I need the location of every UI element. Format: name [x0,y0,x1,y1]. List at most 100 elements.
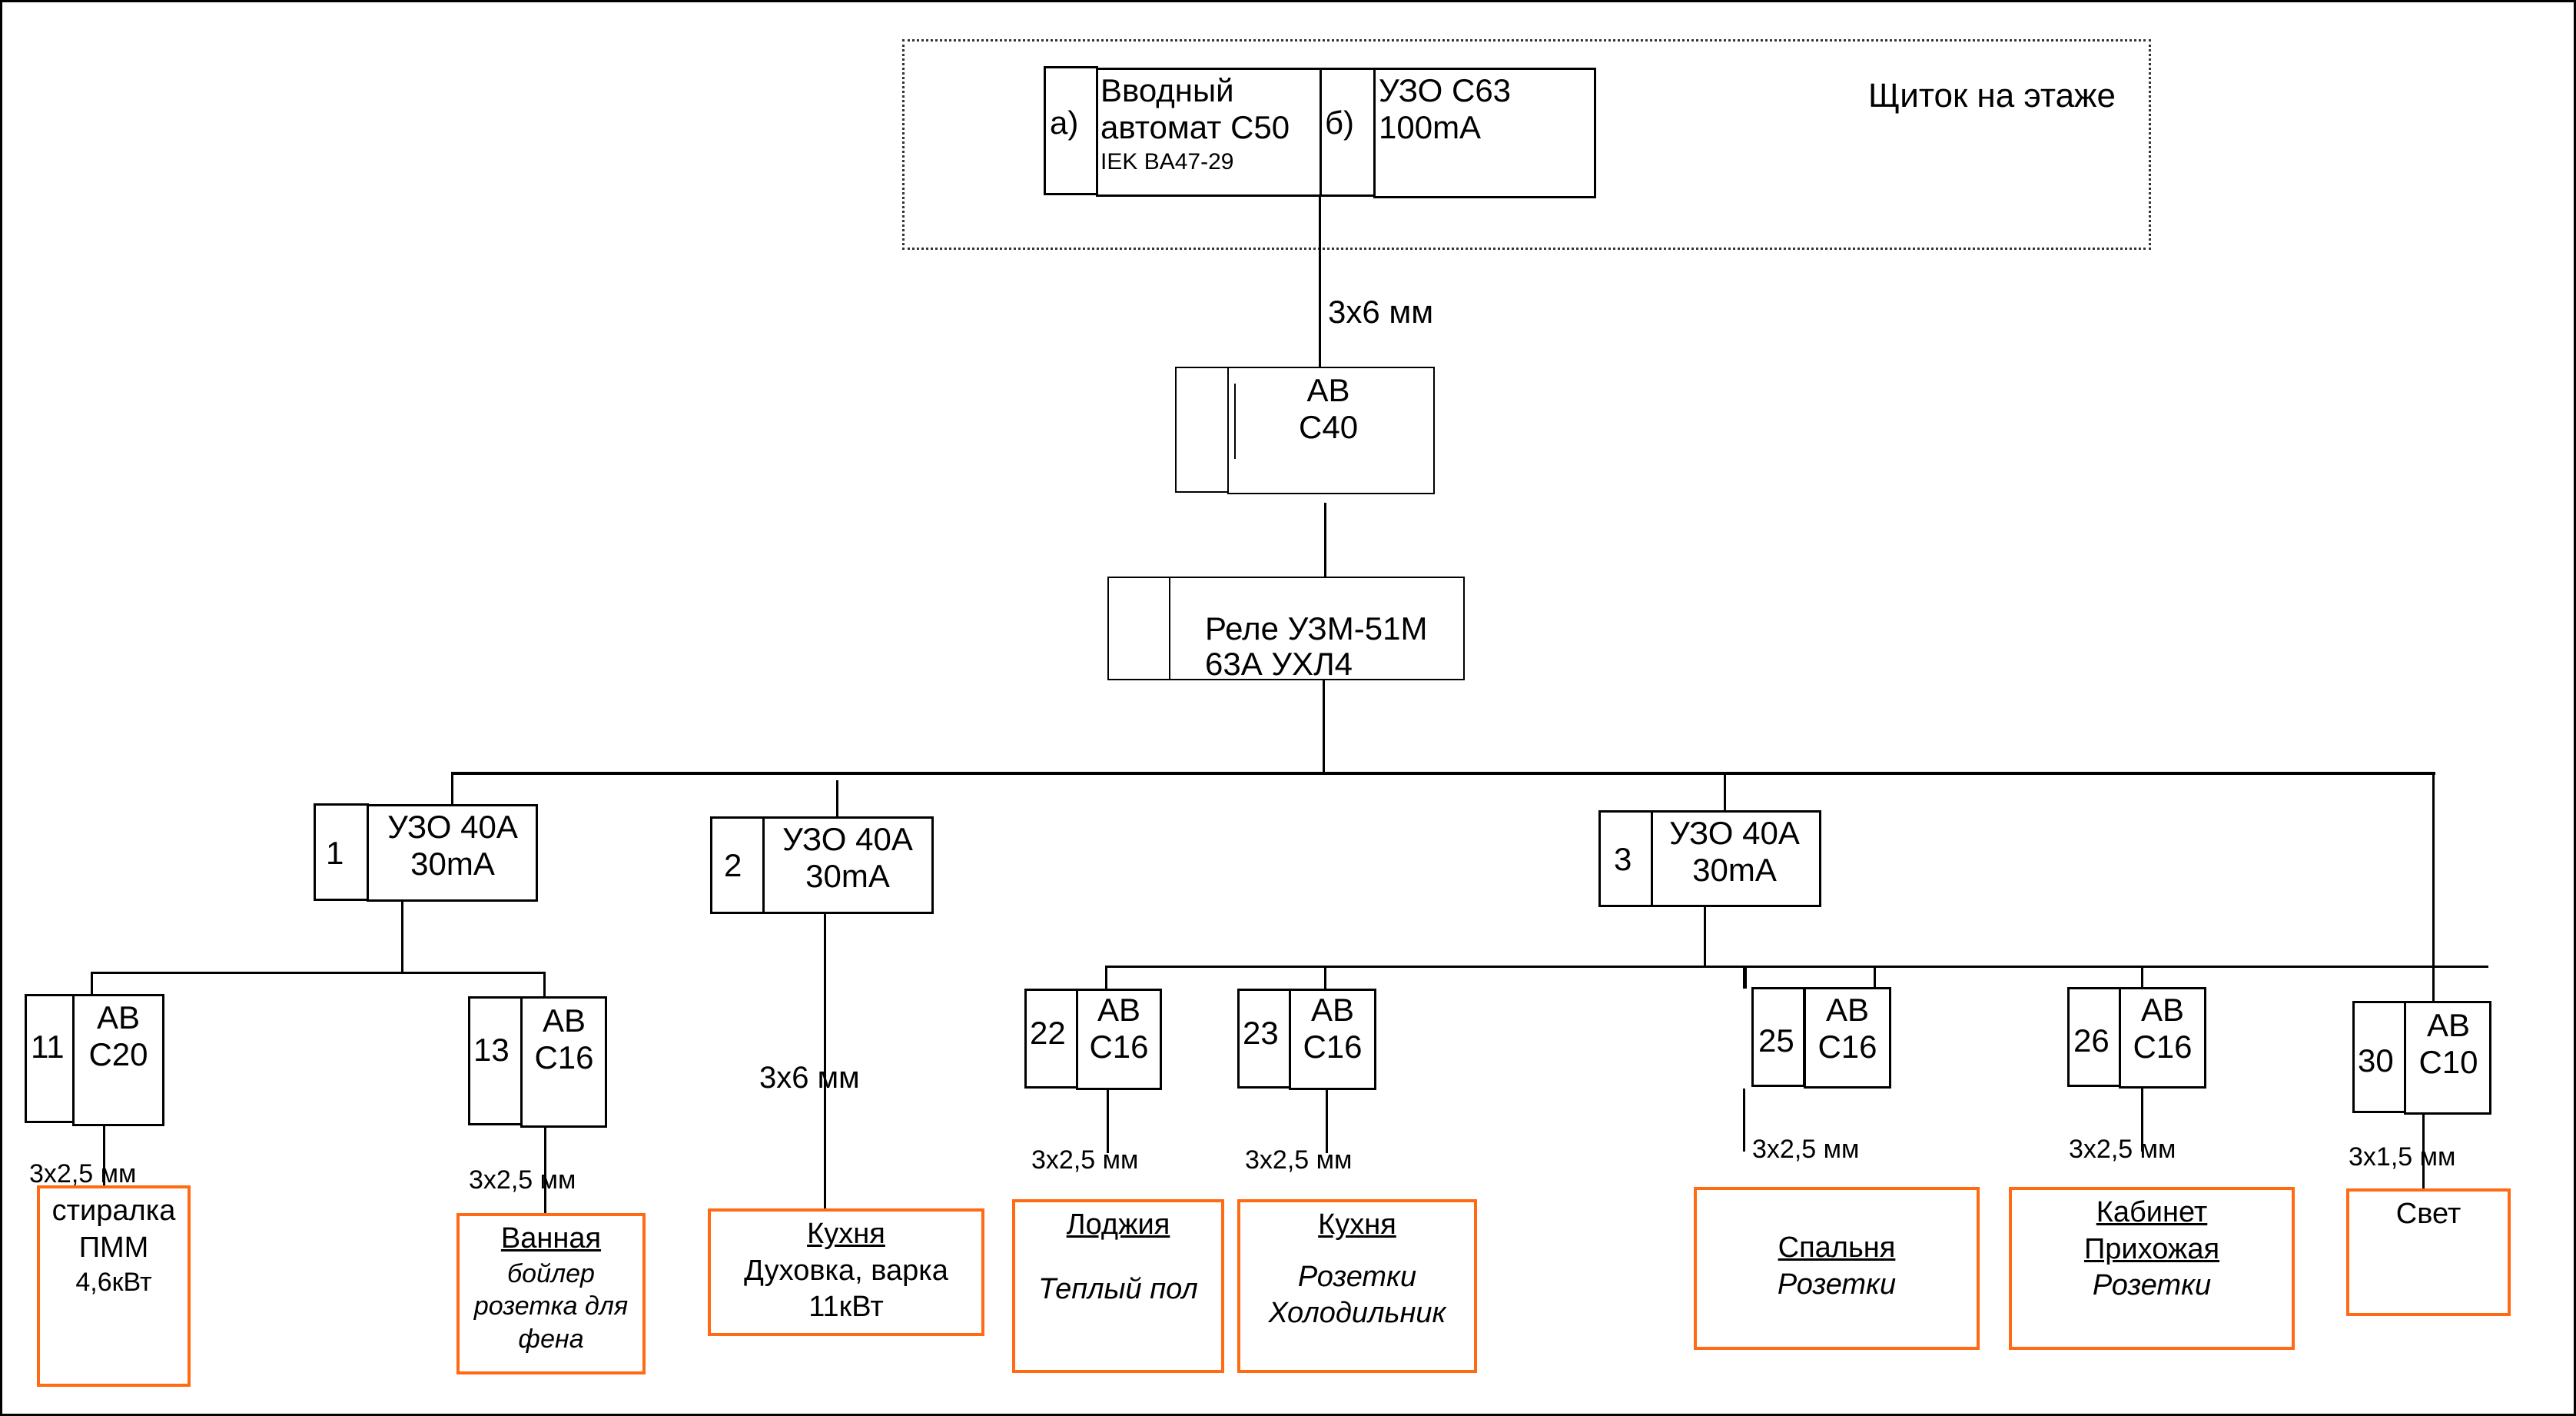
load-26-line1: Розетки [2092,1269,2212,1301]
main-feed-wire [1319,197,1321,367]
c40-breaker-side[interactable] [1175,367,1229,493]
breaker-30-out-wire [2422,1115,2425,1190]
breaker-25-number: 25 [1758,1022,1794,1059]
breaker-26-label: АВ С16 [2121,992,2204,1066]
c40-line2: С40 [1299,409,1359,446]
breaker-13-number: 13 [473,1032,510,1068]
load-lighting[interactable]: Свет [2346,1188,2511,1316]
breaker-23-out-wire [1326,1090,1328,1153]
rcd-3[interactable] [1651,810,1821,907]
breaker-25-label: АВ С16 [1806,992,1889,1066]
breaker-26-out-wire [2141,1089,2143,1152]
breaker-30-label: АВ С10 [2407,1007,2490,1082]
sub-bus-to-25 [1744,966,1747,989]
main-breaker-line1: Вводный [1100,72,1234,108]
sub-bus-to-26 [2141,966,2143,989]
breaker-22-out-wire [1107,1090,1109,1153]
load-kitchen-sockets[interactable]: Кухня Розетки Холодильник [1237,1199,1477,1373]
breaker-30-line2: С10 [2418,1044,2478,1081]
load-kitchen-stove-power: 11кВт [808,1291,884,1323]
load-kitchen-stove-line1: Духовка, варка [744,1254,948,1287]
main-breaker[interactable] [1096,68,1322,197]
main-bus [451,772,2435,775]
load-23-line1: Розетки [1297,1260,1417,1293]
load-11-line2: ПММ [78,1231,149,1264]
breaker-26[interactable] [2119,987,2206,1089]
load-23-title: Кухня [1318,1208,1396,1241]
rcd-1-out-wire [401,901,403,973]
floor-panel-title: Щиток на этаже [1868,77,2116,115]
breaker-22[interactable] [1076,989,1162,1090]
breaker-13-out-wire [544,1128,546,1214]
bus-to-rcd2-wire [836,780,838,817]
c40-breaker-label: АВ С40 [1299,372,1358,447]
load-26-title2: Прихожая [2083,1232,2220,1265]
rcd-1[interactable] [367,804,538,902]
cable-13-label: 3x2,5 мм [469,1165,576,1195]
breaker-22-line2: С16 [1089,1029,1149,1065]
relay-side[interactable] [1107,577,1171,680]
main-rcd-line2: 100mA [1379,109,1482,145]
cable-30-label: 3x1,5 мм [2349,1142,2456,1172]
rcd-3-line2: 30mA [1692,852,1777,889]
breaker-23[interactable] [1289,989,1376,1090]
breaker-13-label: АВ С16 [523,1002,606,1077]
load-bedroom[interactable]: Спальня Розетки [1694,1187,1980,1350]
voltage-relay[interactable] [1169,577,1465,680]
breaker-23-number: 23 [1243,1015,1279,1051]
breaker-11-label: АВ С20 [77,999,160,1074]
breaker-30[interactable] [2404,1001,2491,1115]
load-13-line3: фена [518,1324,584,1354]
load-25-line1: Розетки [1777,1268,1897,1301]
breaker-22-number: 22 [1030,1015,1066,1051]
load-loggia[interactable]: Лоджия Теплый пол [1012,1199,1224,1373]
breaker-13[interactable] [520,996,607,1128]
rcd-3-line1: УЗО 40А [1669,815,1800,851]
rcd-2-number: 2 [724,847,742,883]
bus-to-rcd3-wire [1724,772,1726,813]
load-23-line2: Холодильник [1268,1297,1446,1329]
c40-breaker-handle-icon [1234,384,1236,459]
load-washing-machine[interactable]: стиралка ПММ 4,6кВт [37,1185,191,1387]
breaker-23-number-cell[interactable] [1237,989,1291,1089]
breaker-11-out-wire [103,1126,105,1217]
rcd-1-line1: УЗО 40А [387,809,518,845]
cable-25-label: 3x2,5 мм [1752,1135,1860,1164]
main-rcd[interactable] [1373,68,1596,198]
breaker-26-number: 26 [2073,1022,2110,1059]
rcd-2-line1: УЗО 40А [782,821,913,857]
main-rcd-line1: УЗО С63 [1379,72,1512,108]
breaker-22-line1: АВ [1097,992,1141,1028]
breaker-23-line2: С16 [1303,1029,1363,1065]
sub-bus-to-22 [1105,966,1107,989]
rcd-1-number: 1 [326,835,344,871]
breaker-26-line1: АВ [2140,992,2185,1028]
cable-kitchen-stove-label: 3x6 мм [759,1061,860,1095]
relay-to-bus-wire [1323,680,1325,773]
breaker-23-line1: АВ [1310,992,1355,1028]
bus-to-rcd1-wire [451,772,453,804]
load-13-line1: бойлер [507,1258,595,1288]
load-30-line1: Свет [2395,1198,2461,1230]
load-13-title: Ванная [500,1222,602,1255]
breaker-11[interactable] [72,994,164,1126]
breaker-30-number: 30 [2358,1042,2394,1079]
rcd-1-sub-bus [91,972,546,974]
breaker-11-line1: АВ [96,999,141,1035]
load-office-hallway[interactable]: Кабинет Прихожая Розетки [2009,1187,2295,1350]
main-rcd-tag: б) [1325,105,1355,141]
breaker-13-line2: С16 [534,1039,594,1076]
breaker-26-number-cell[interactable] [2067,987,2121,1087]
cable-22-label: 3x2,5 мм [1031,1145,1139,1175]
load-25-title: Спальня [1778,1232,1896,1264]
load-kitchen-stove[interactable]: Кухня Духовка, варка 11кВт [708,1208,984,1336]
rcd-2-line2: 30mA [805,858,890,895]
load-bathroom[interactable]: Ванная бойлер розетка для фена [456,1213,646,1374]
cable-23-label: 3x2,5 мм [1245,1145,1353,1175]
breaker-13-number-cell[interactable] [468,996,523,1125]
load-11-power: 4,6кВт [75,1268,152,1297]
rcd-2[interactable] [762,816,934,914]
breaker-25[interactable] [1804,987,1891,1089]
rcd-3-number-cell[interactable] [1598,810,1653,907]
c40-breaker[interactable] [1227,367,1435,494]
